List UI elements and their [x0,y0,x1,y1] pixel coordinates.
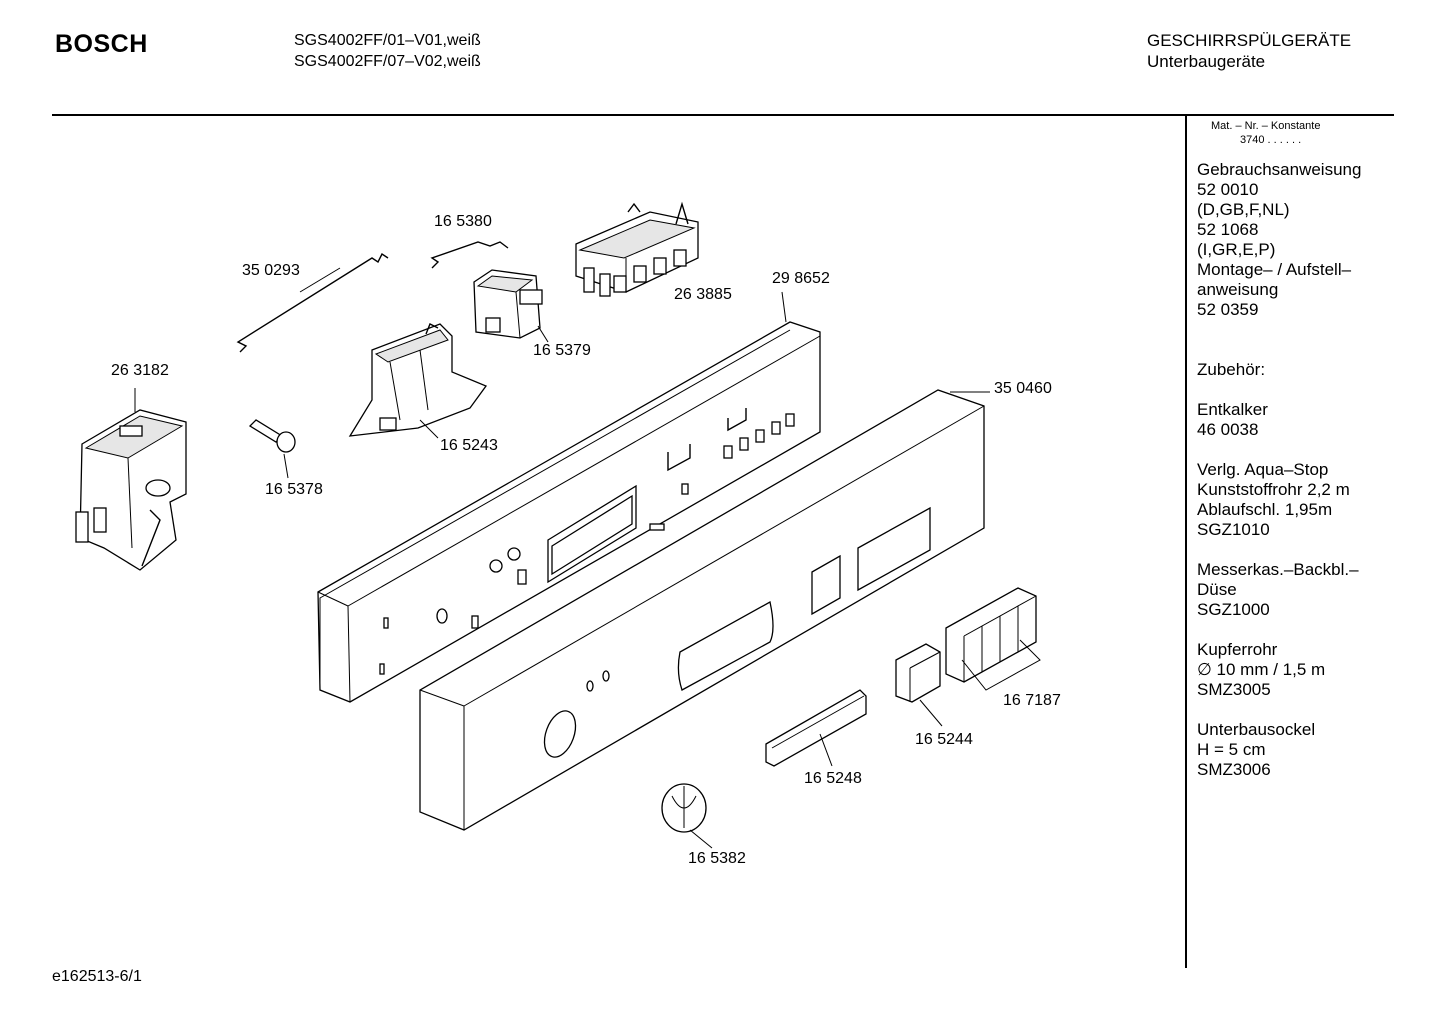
messerkas-line: SGZ1000 [1197,600,1270,619]
callout-165243: 16 5243 [440,437,498,454]
kupfer-line: SMZ3005 [1197,680,1271,699]
sidebar-line: Gebrauchsanweisung [1197,160,1362,179]
callout-350293: 35 0293 [242,262,300,279]
callout-298652: 29 8652 [772,270,830,287]
aquastop-line: Verlg. Aqua–Stop [1197,460,1329,479]
rear-panel-298652 [317,321,821,703]
sockel-line: Unterbausockel [1197,720,1316,739]
switch-block-263885 [575,201,699,297]
callout-165379: 16 5379 [533,342,591,359]
module-part-165379 [473,269,543,339]
model-list: SGS4002FF/01–V01,weiß SGS4002FF/07–V02,w… [294,30,481,72]
callout-165382: 16 5382 [688,850,746,867]
sidebar-line: Montage– / Aufstell– [1197,260,1352,279]
messerkas-line: Messerkas.–Backbl.– [1197,560,1359,579]
leader-lines [134,291,990,849]
kupfer-line: Kupferrohr [1197,640,1278,659]
matnr-block: Mat. – Nr. – Konstante 3740 . . . . . . [1211,119,1320,147]
front-panel-350460 [419,389,985,831]
callout-167187: 16 7187 [1003,692,1061,709]
entkalker-line: Entkalker [1197,400,1268,419]
aquastop-line: SGZ1010 [1197,520,1270,539]
aquastop-line: Kunststoffrohr 2,2 m [1197,480,1350,499]
sidebar-info: Gebrauchsanweisung 52 0010 (D,GB,F,NL) 5… [1197,160,1387,780]
brand-logo: BOSCH [55,30,148,58]
strip-part-165248 [765,689,867,767]
callout-165378: 16 5378 [265,481,323,498]
callout-263182: 26 3182 [111,362,169,379]
model-line-1: SGS4002FF/01–V01,weiß [294,32,481,49]
category-title: GESCHIRRSPÜLGERÄTE [1147,31,1352,50]
sidebar-line: (D,GB,F,NL) [1197,200,1290,219]
button-block-167187 [945,587,1041,691]
callout-165380: 16 5380 [434,213,492,230]
sidebar-line: anweisung [1197,280,1279,299]
callout-263885: 26 3885 [674,286,732,303]
sidebar-line: 52 0010 [1197,180,1259,199]
matnr-value: 3740 . . . . . . [1240,134,1302,146]
wire-part-350293 [236,252,389,353]
category-subtitle: Unterbaugeräte [1147,52,1266,71]
kupfer-line: ∅ 10 mm / 1,5 m [1197,660,1326,679]
matnr-label: Mat. – Nr. – Konstante [1211,120,1321,132]
sidebar-line: 52 0359 [1197,300,1259,319]
callout-350460: 35 0460 [994,380,1052,397]
sidebar-line: 52 1068 [1197,220,1259,239]
sidebar-line: (I,GR,E,P) [1197,240,1276,259]
timer-part-263182 [75,409,187,571]
category-block: GESCHIRRSPÜLGERÄTE Unterbaugeräte [1147,30,1351,72]
entkalker-line: 46 0038 [1197,420,1259,439]
plug-part-165378 [248,419,296,453]
sockel-line: SMZ3006 [1197,760,1271,779]
callout-165248: 16 5248 [804,770,862,787]
exploded-view-drawing [75,201,1041,849]
sockel-line: H = 5 cm [1197,740,1266,759]
drawing-id: e162513-6/1 [52,968,142,985]
wire-part-165380 [430,241,509,269]
sidebar-rule [1185,116,1187,968]
messerkas-line: Düse [1197,580,1237,599]
zubehoer-heading: Zubehör: [1197,360,1266,379]
model-line-2: SGS4002FF/07–V02,weiß [294,53,481,70]
bracket-part-165243 [348,323,488,437]
knob-part-165382 [661,783,707,833]
callout-165244: 16 5244 [915,731,973,748]
header-rule [52,114,1394,116]
button-part-165244 [895,643,941,703]
aquastop-line: Ablaufschl. 1,95m [1197,500,1333,519]
